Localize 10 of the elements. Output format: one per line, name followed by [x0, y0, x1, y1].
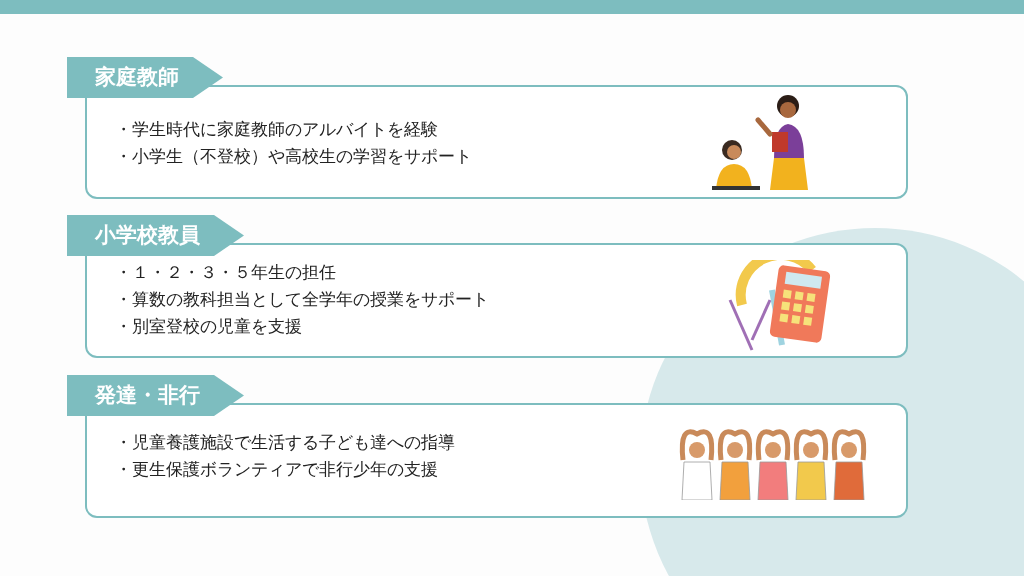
heading-tab: 発達・非行 [67, 375, 244, 416]
bullet-text: ・学生時代に家庭教師のアルバイトを経験 [115, 120, 438, 140]
heading-tab: 家庭教師 [67, 57, 223, 98]
bullet-text: ・更生保護ボランティアで非行少年の支援 [115, 460, 438, 480]
heading-tab: 小学校教員 [67, 215, 244, 256]
bullet-text: ・児童養護施設で生活する子ども達への指導 [115, 433, 455, 453]
bullet-text: ・１・２・３・５年生の担任 [115, 263, 336, 283]
bullet-text: ・算数の教科担当として全学年の授業をサポート [115, 290, 489, 310]
bullet-text: ・小学生（不登校）や高校生の学習をサポート [115, 147, 472, 167]
bullet-text: ・別室登校の児童を支援 [115, 317, 302, 337]
